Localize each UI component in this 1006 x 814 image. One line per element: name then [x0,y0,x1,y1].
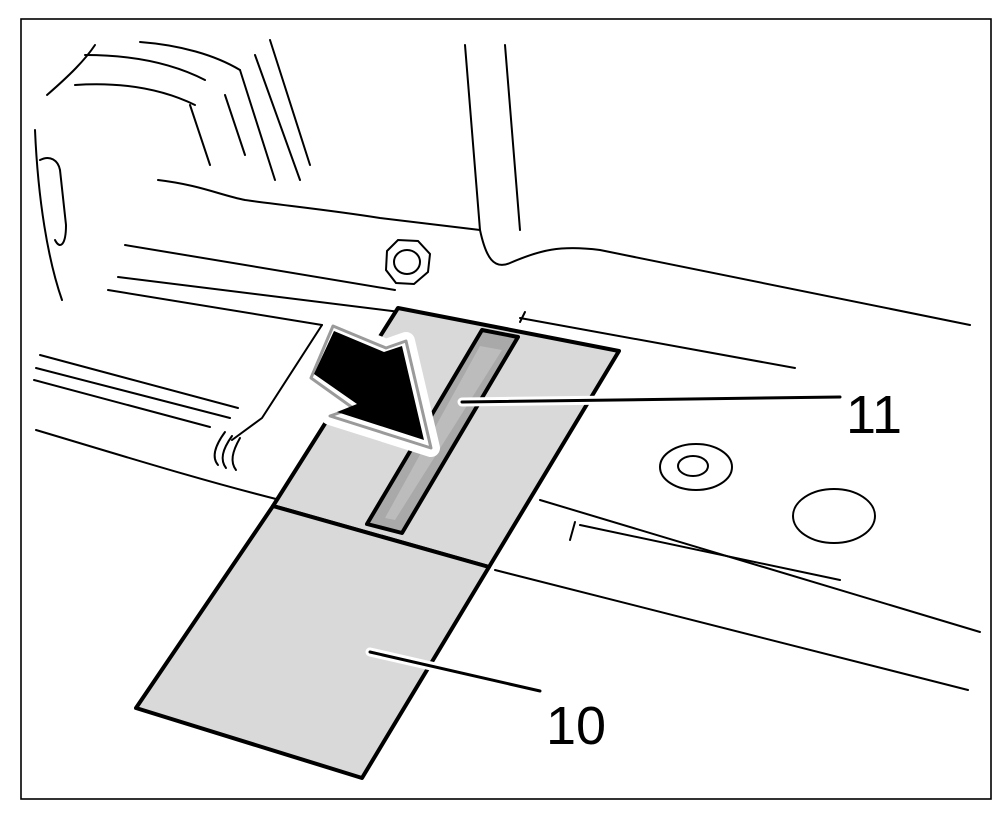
hex-nut-icon [384,238,432,286]
strip-highlight [385,346,502,520]
callout-label-11: 11 [846,385,902,445]
vehicle-structure-lineart [33,39,981,691]
direction-arrow-icon [302,317,440,457]
callout-label-10: 10 [546,696,606,756]
leader-lines [365,392,845,696]
panel-lower-section [134,504,491,780]
